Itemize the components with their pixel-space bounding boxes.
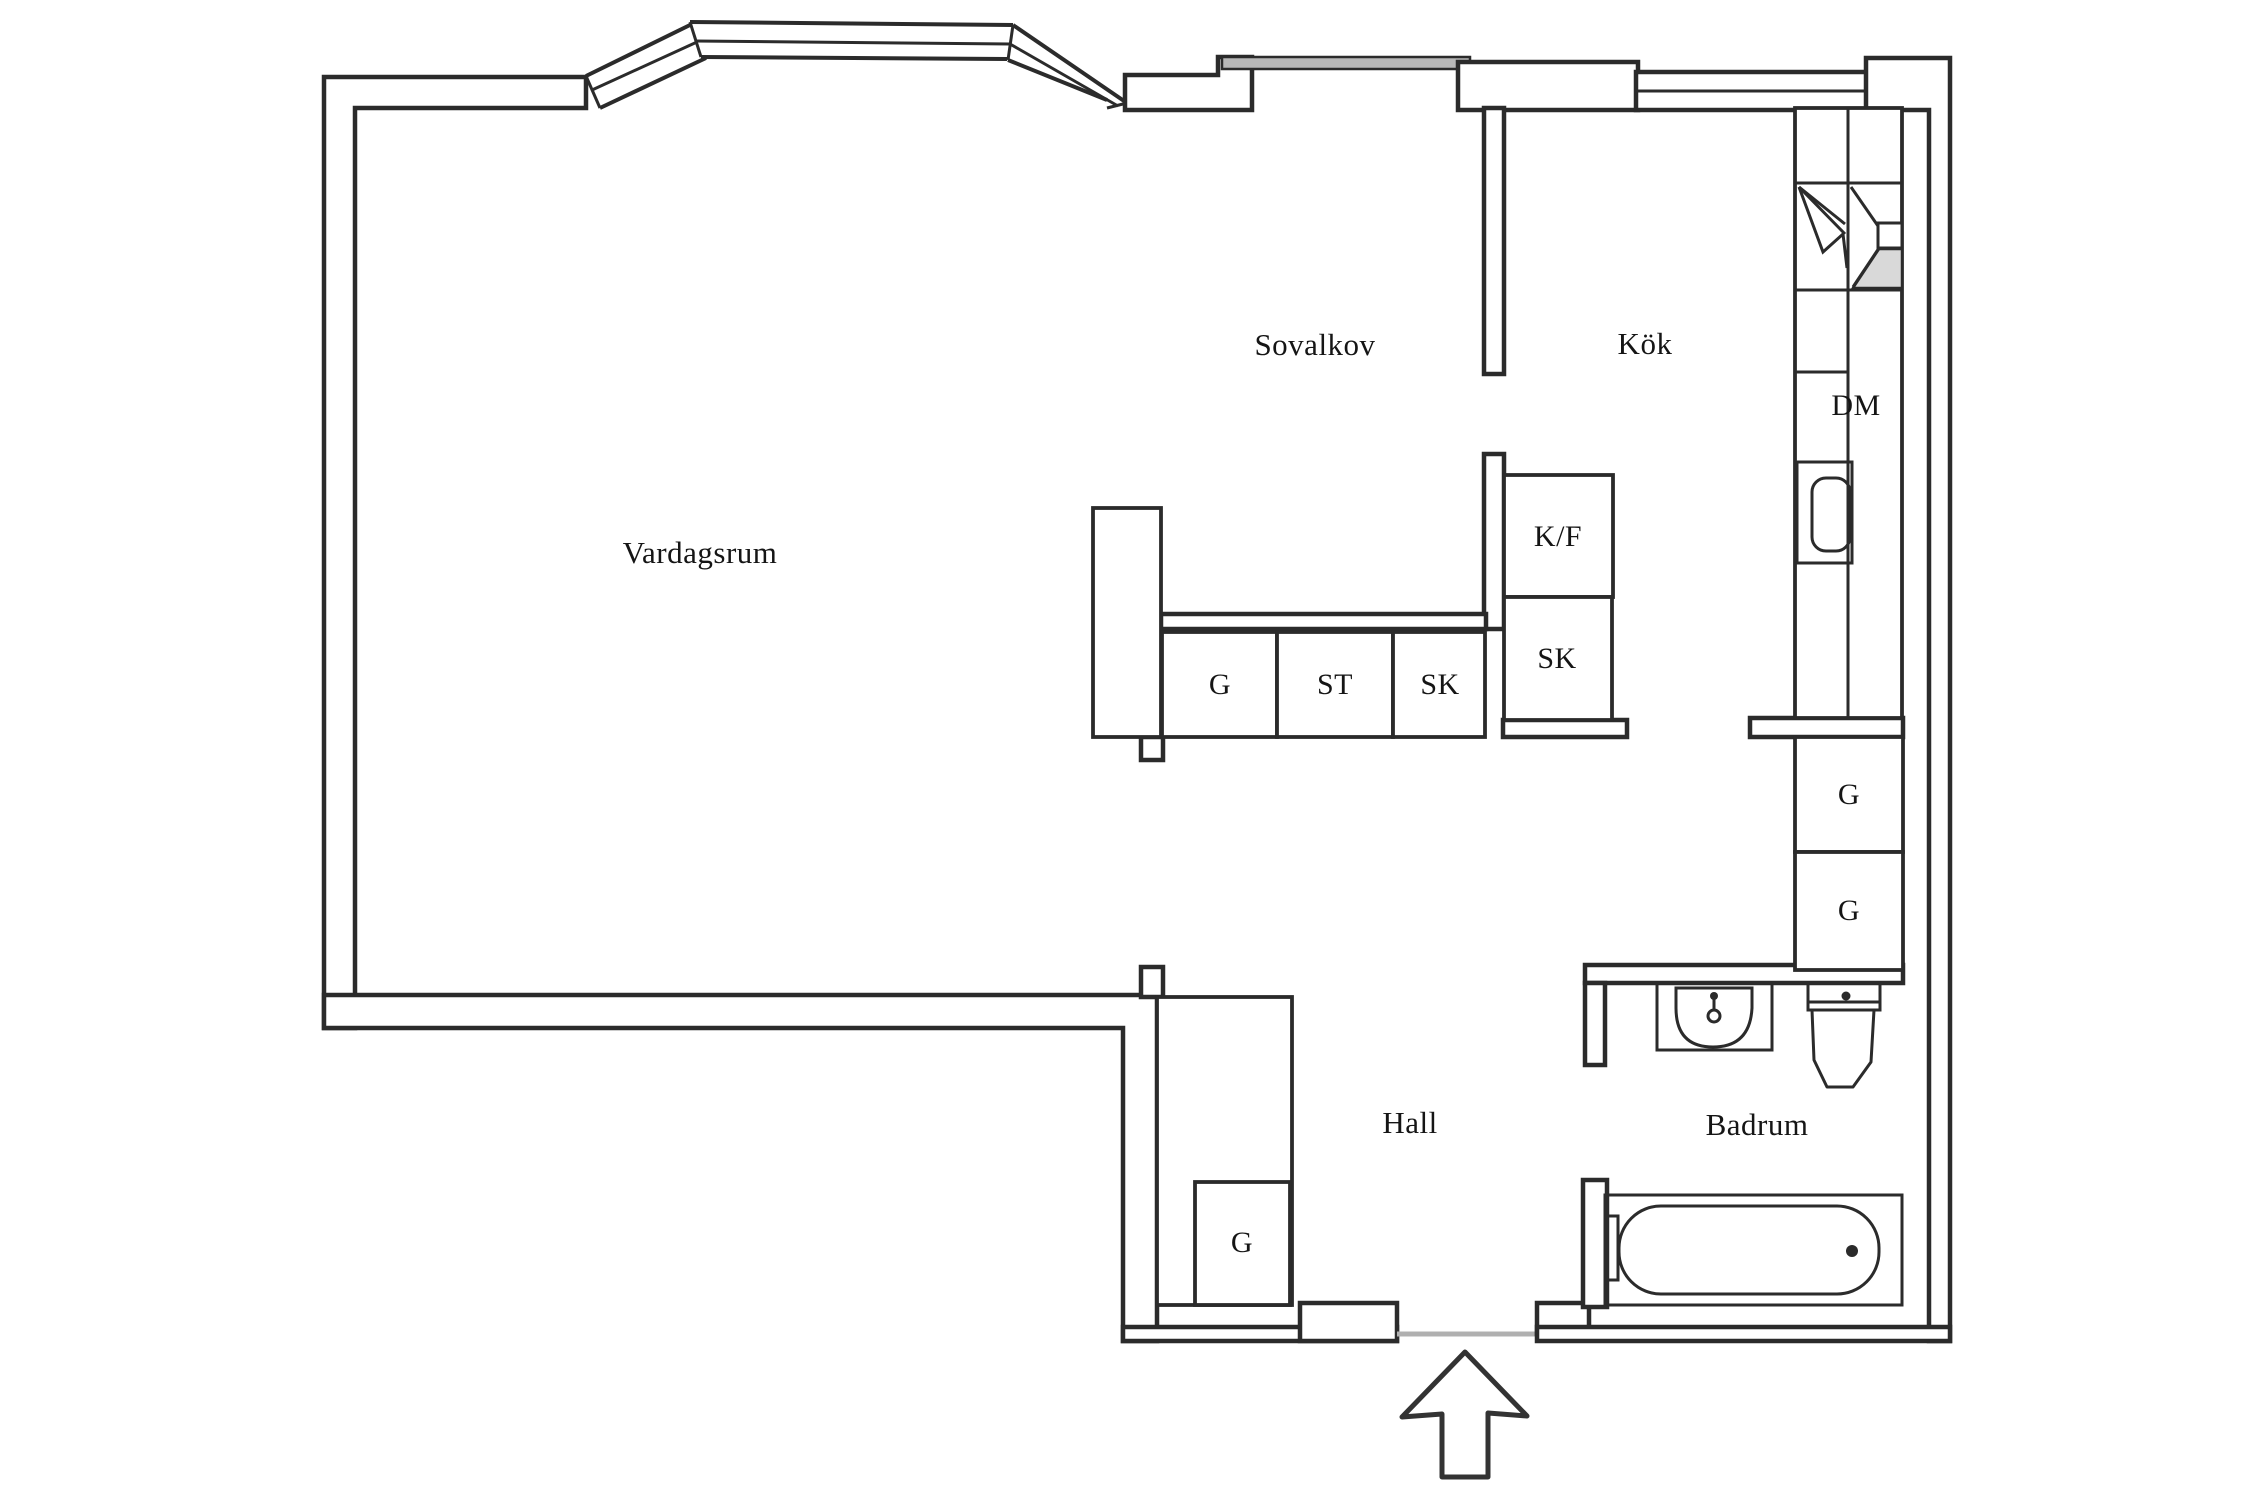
wall-badrum-left-upper: [1582, 980, 1608, 1068]
kitchen-window: [1633, 69, 1871, 113]
cabinet-g-box: [1160, 630, 1279, 739]
bathroom-fixtures: [1603, 981, 1904, 1307]
wall-sovalkov-kok-lower: [1481, 451, 1507, 632]
wall-sovalkov-kok-upper: [1481, 105, 1507, 377]
tall-cabinet: [1091, 506, 1163, 739]
room-label-badrum: Badrum: [1705, 1107, 1809, 1142]
cabinet-sk-box: [1391, 630, 1487, 739]
stove-fan-icon: [1797, 185, 1904, 290]
door-jamb-left: [1297, 1300, 1400, 1344]
wall-left-top: [321, 74, 589, 1031]
washbasin-icon: [1655, 981, 1774, 1052]
wall-badrum-left-lower: [1580, 1177, 1610, 1310]
room-label-sovalkov: Sovalkov: [1254, 327, 1376, 362]
bay-window: [584, 20, 1129, 110]
wall-bottom-left: [321, 992, 1160, 1344]
wall-bottom-right: [1534, 1324, 1953, 1344]
hall-closet: [1155, 995, 1294, 1307]
bathtub-icon: [1603, 1193, 1904, 1307]
fixture-label-sk-cabinet: SK: [1420, 668, 1460, 701]
fixture-label-dm: DM: [1831, 389, 1881, 422]
room-label-kok: Kök: [1617, 326, 1673, 361]
wall-top-right-a: [1455, 59, 1641, 113]
wardrobes-right: [1793, 735, 1905, 972]
wall-stub-above-hall: [1138, 964, 1166, 1000]
fixture-label-g-hall: G: [1230, 1226, 1254, 1259]
entrance-arrow-icon: [1399, 1349, 1530, 1480]
kitchen-counter: [1793, 106, 1904, 720]
fixture-label-g-cabinet: G: [1208, 668, 1232, 701]
cabinet-st-box: [1275, 630, 1395, 739]
balcony-door-window: [1220, 55, 1472, 71]
tall-sk-box: [1502, 595, 1614, 722]
fixture-label-st-cabinet: ST: [1316, 668, 1354, 701]
room-label-hall: Hall: [1382, 1105, 1438, 1140]
wardrobe-g1-box: [1793, 735, 1905, 854]
wall-kok-bottom-right: [1747, 715, 1906, 740]
kitchen-sink-icon: [1795, 460, 1854, 565]
fridge-freezer-box: [1502, 473, 1615, 599]
wall-stub-below-cabinet: [1138, 734, 1166, 763]
fixture-label-sk-tall: SK: [1537, 642, 1577, 675]
interior-walls: [1138, 105, 1906, 1310]
alcove-cabinets: [1091, 473, 1615, 739]
hall-g-box: [1193, 1180, 1292, 1307]
wardrobe-g2-box: [1793, 850, 1905, 972]
wall-kok-bottom-left: [1500, 717, 1630, 740]
room-label-vardagsrum: Vardagsrum: [622, 535, 778, 570]
fixture-label-g-wardrobe-1: G: [1837, 778, 1861, 811]
outer-walls: [321, 20, 1953, 1344]
fixture-label-g-wardrobe-2: G: [1837, 894, 1861, 927]
fixture-label-kf: K/F: [1533, 520, 1583, 553]
wall-alcove-cabinets: [1158, 611, 1489, 632]
toilet-icon: [1806, 981, 1882, 1089]
